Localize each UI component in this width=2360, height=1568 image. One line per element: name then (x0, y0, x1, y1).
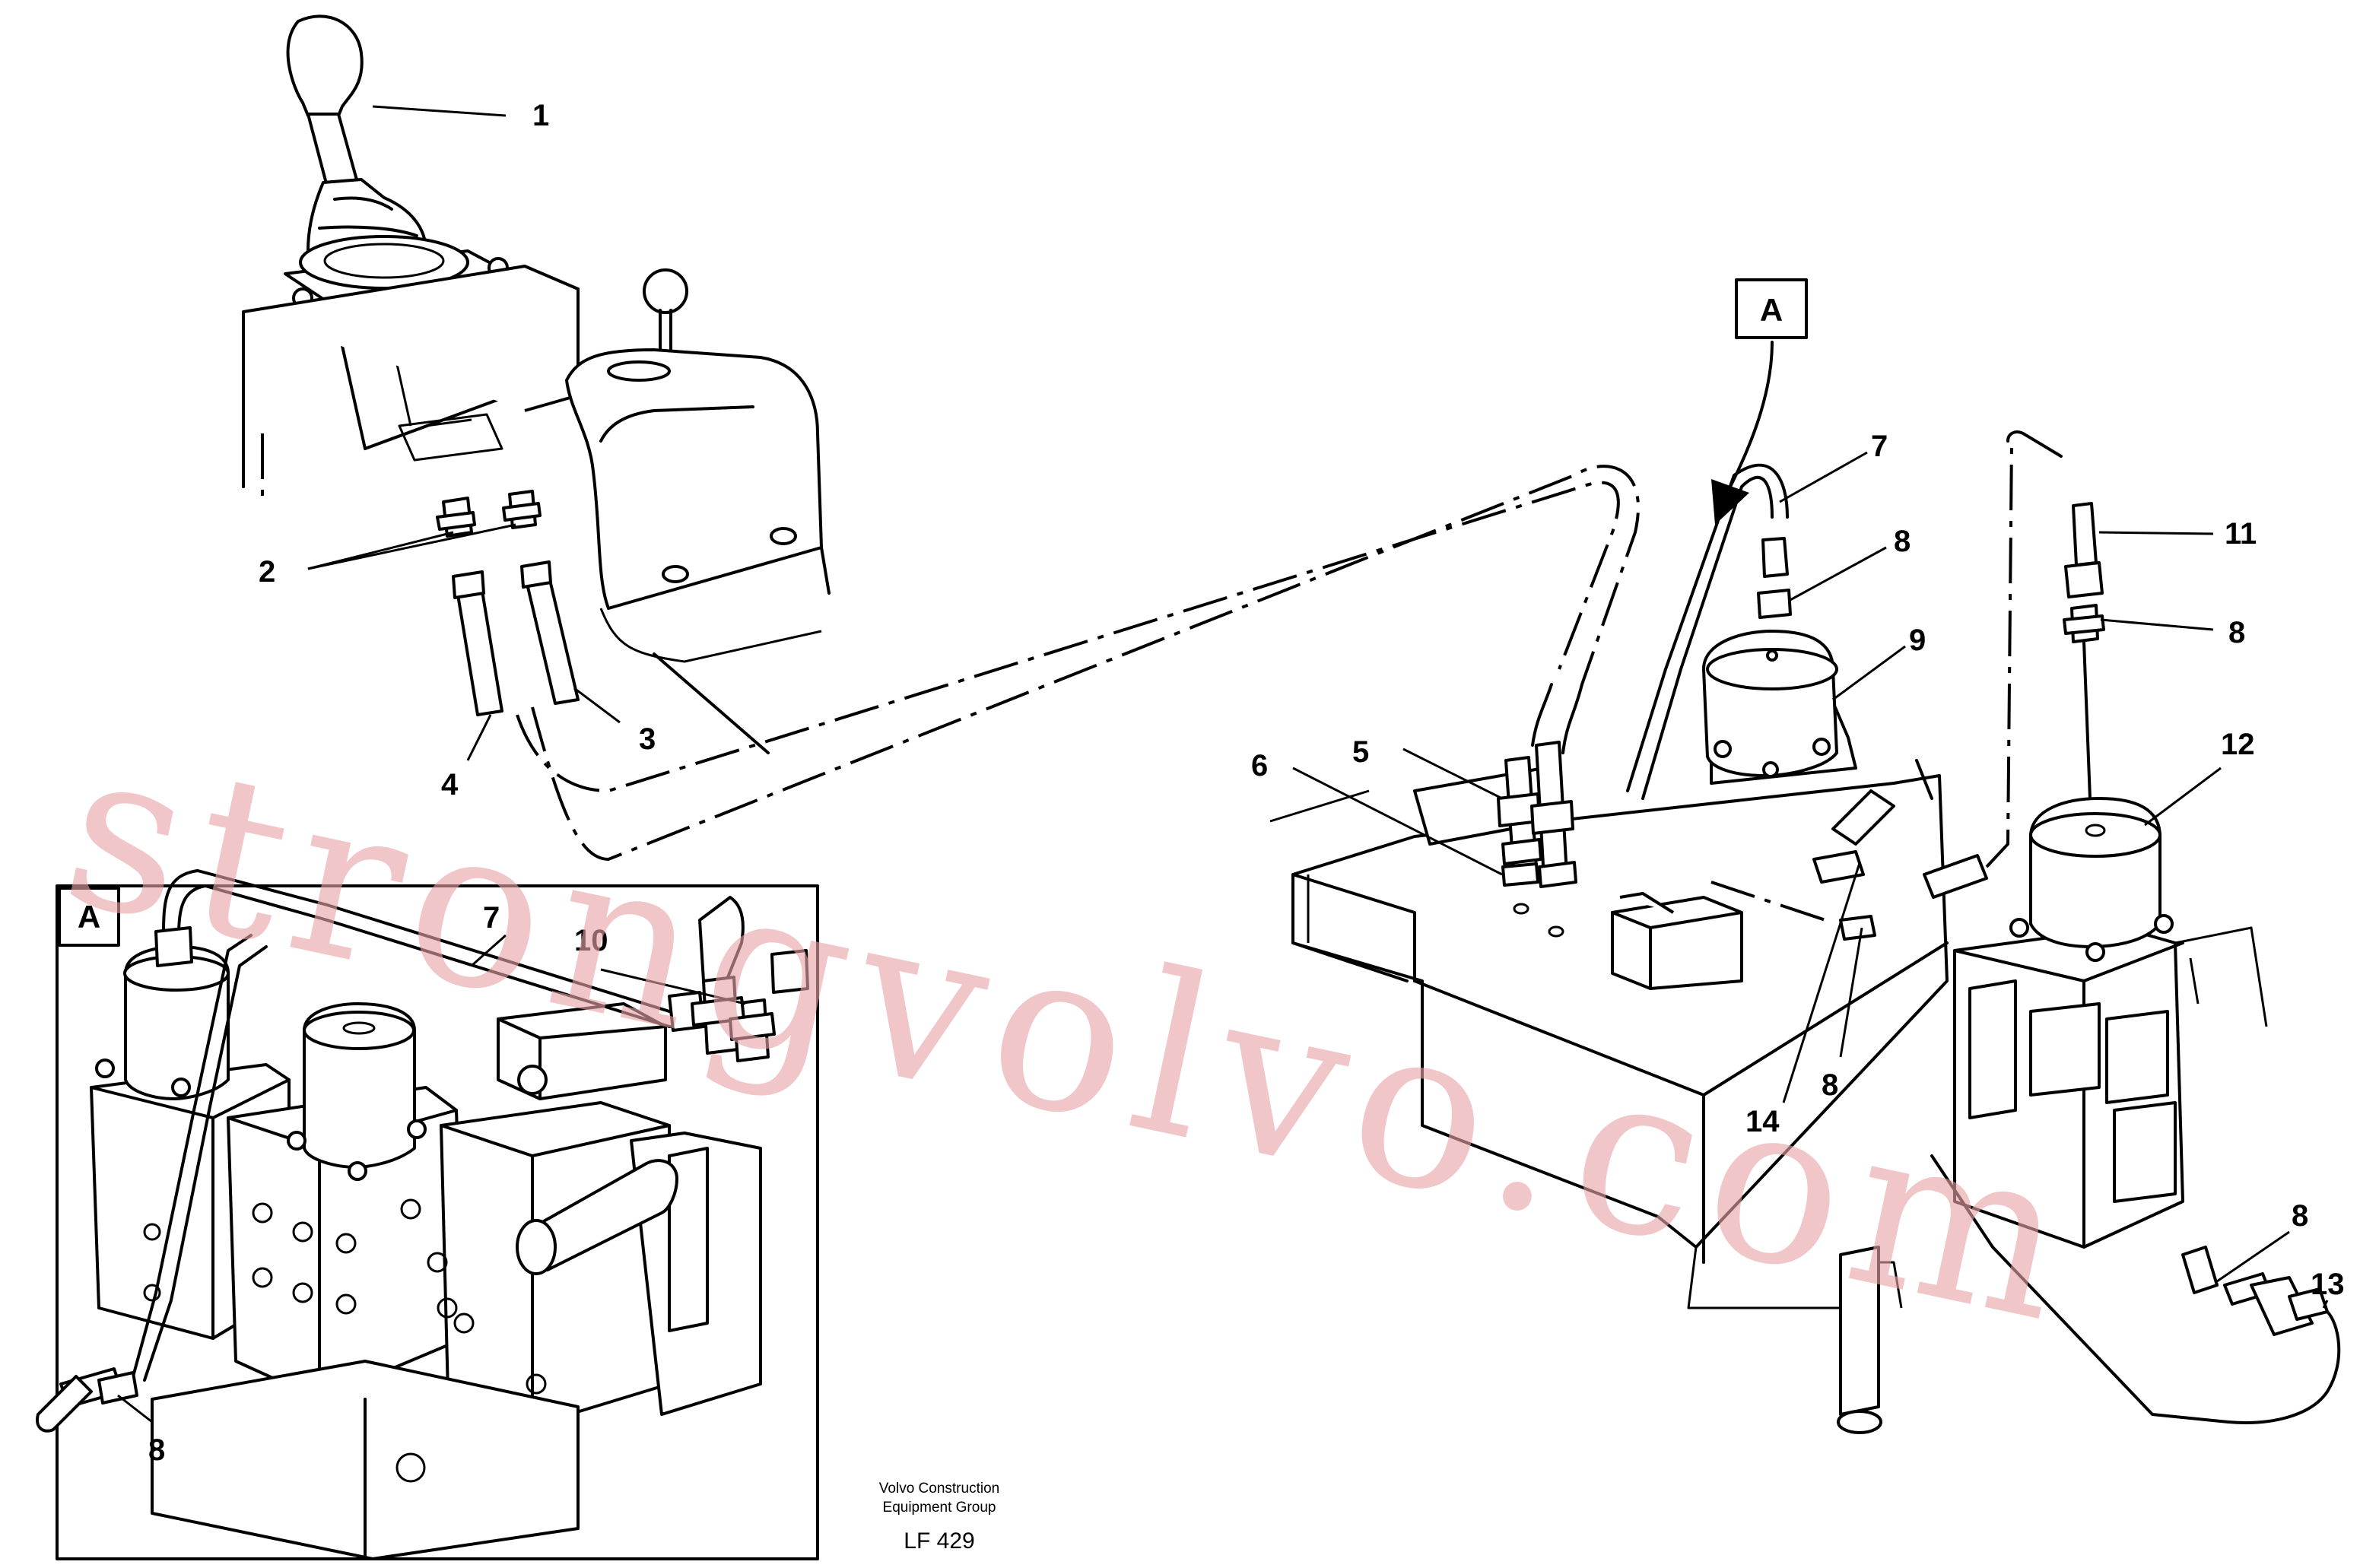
detail-inset-a (36, 869, 819, 1560)
callout-6: 6 (1251, 749, 1268, 782)
callout-14: 14 (1745, 1105, 1780, 1138)
secondary-lever-cover (565, 268, 831, 754)
callout-3: 3 (639, 722, 656, 756)
view-arrow (1729, 341, 1774, 488)
callout-9: 9 (1909, 624, 1926, 657)
callout-12: 12 (2221, 728, 2255, 761)
inset-label-a: A (78, 899, 100, 935)
right-valve-block (1915, 502, 2341, 1424)
inset-label-box (58, 887, 120, 947)
callout-7-inset: 7 (483, 901, 500, 935)
inset-frame (56, 884, 819, 1560)
pilot-lines (516, 465, 1640, 862)
callout-8-upper: 8 (1894, 525, 1911, 558)
callout-7: 7 (1871, 430, 1888, 463)
drawing-code: LF 429 (904, 1528, 974, 1554)
callout-1: 1 (532, 99, 549, 132)
main-valve-block (1269, 430, 2063, 1434)
leader-lines (117, 105, 2329, 1424)
callout-8-mid: 8 (1822, 1068, 1838, 1102)
callout-5: 5 (1352, 735, 1369, 769)
callout-2: 2 (259, 555, 275, 589)
callout-8-right: 8 (2228, 616, 2245, 649)
view-arrow-head (1711, 479, 1749, 525)
view-label-a: A (1760, 292, 1783, 328)
callout-11: 11 (2225, 517, 2257, 551)
view-label-box (1735, 278, 1808, 339)
view-reference-a: A (1711, 278, 1808, 525)
callout-8-inset: 8 (148, 1433, 165, 1467)
footer-company-line1: Volvo Construction (879, 1481, 999, 1497)
control-box (242, 265, 580, 716)
callout-10: 10 (574, 924, 608, 957)
callout-4: 4 (441, 768, 459, 801)
footer-company-line2: Equipment Group (883, 1500, 996, 1516)
callout-13: 13 (2311, 1268, 2345, 1301)
callout-8-lower: 8 (2292, 1199, 2308, 1233)
